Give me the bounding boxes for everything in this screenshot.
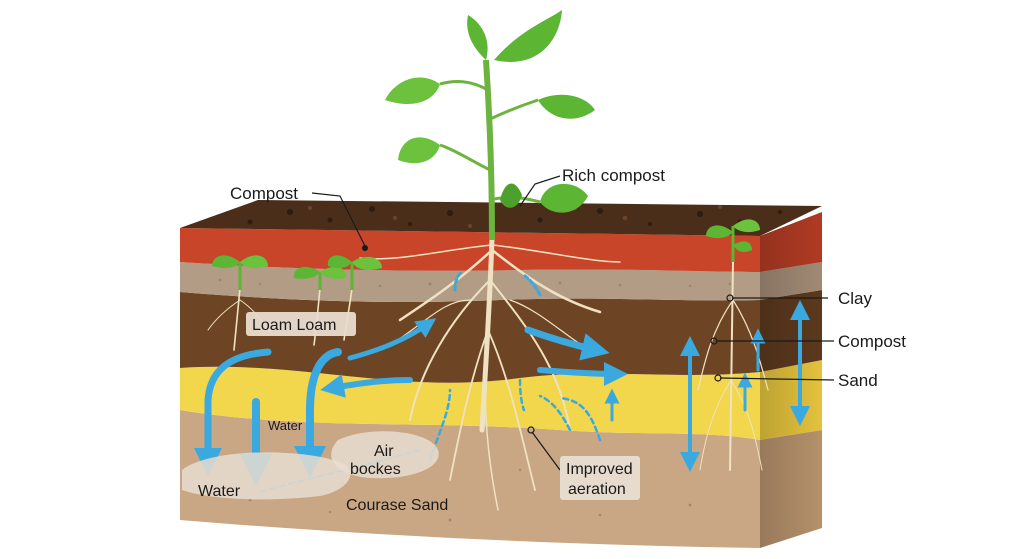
main-plant bbox=[385, 10, 595, 241]
water-flow-arrows bbox=[194, 270, 810, 493]
water-arrow-icon bbox=[537, 361, 628, 386]
red-layer bbox=[180, 228, 760, 272]
label-clay: Clay bbox=[838, 289, 873, 308]
pocket-blobs bbox=[182, 431, 439, 500]
label-coarse-sand: Courase Sand bbox=[346, 497, 448, 514]
label-air-bockes: bockes bbox=[350, 461, 401, 478]
leaf bbox=[385, 77, 440, 105]
top-soil-surface bbox=[180, 200, 822, 236]
label-aeration: aeration bbox=[568, 481, 626, 498]
diagram-labels: Compost Rich compost Clay Compost Sand L… bbox=[198, 166, 906, 514]
water-arrow-icon bbox=[524, 326, 610, 361]
label-improved: Improved bbox=[566, 461, 633, 478]
label-air: Air bbox=[374, 443, 394, 460]
sprout-icon bbox=[212, 219, 760, 290]
leaf bbox=[398, 137, 440, 164]
coarse-sand-layer bbox=[180, 410, 760, 548]
water-arrow-icon bbox=[320, 374, 413, 398]
label-water-lower: Water bbox=[198, 483, 241, 500]
leaf bbox=[540, 183, 588, 213]
water-arrow-icon bbox=[347, 318, 437, 361]
label-loam: Loam Loam bbox=[252, 317, 337, 334]
improved-aeration-box bbox=[560, 456, 640, 500]
leaf bbox=[538, 94, 595, 119]
label-rich-compost: Rich compost bbox=[562, 166, 665, 185]
label-compost-top: Compost bbox=[230, 184, 298, 203]
leaf bbox=[500, 183, 522, 208]
label-compost-right: Compost bbox=[838, 332, 906, 351]
leader-lines bbox=[311, 175, 835, 471]
label-sand: Sand bbox=[838, 371, 878, 390]
label-water-upper: Water bbox=[268, 418, 303, 433]
water-arrow-icon bbox=[194, 348, 272, 476]
leaf bbox=[467, 15, 488, 60]
loam-label-box bbox=[246, 312, 356, 336]
leaf bbox=[494, 10, 562, 62]
water-arrow-icon bbox=[294, 348, 342, 478]
